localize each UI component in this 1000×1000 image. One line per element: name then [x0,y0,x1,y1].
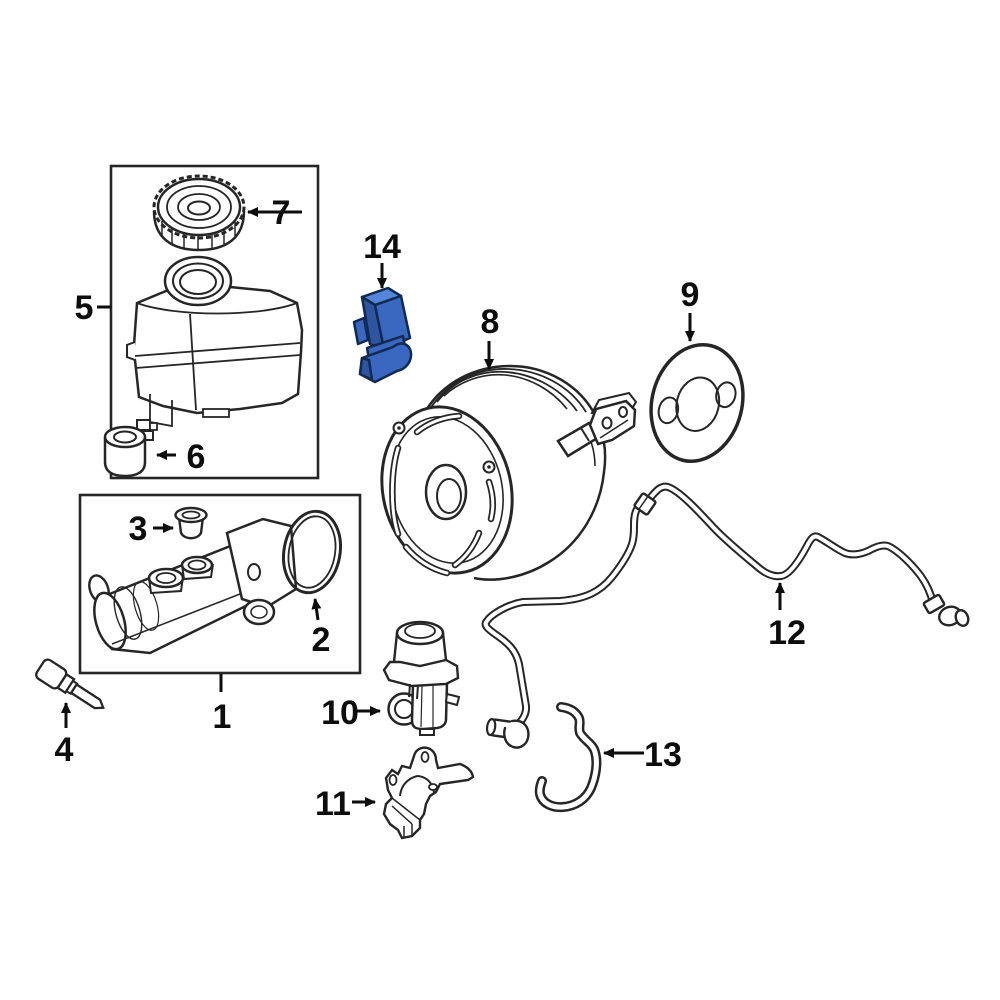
part-1-master-cylinder[interactable] [86,517,298,655]
callout-9[interactable]: 9 [681,276,700,314]
callout-1[interactable]: 1 [213,698,232,736]
part-2-o-ring[interactable] [277,507,346,597]
part-3-grommet[interactable] [174,506,208,540]
part-10-vacuum-pump[interactable] [382,620,461,736]
callout-5[interactable]: 5 [75,289,94,327]
callout-14[interactable]: 14 [363,228,401,266]
callout-arrows [61,207,785,807]
part-13-vacuum-hose[interactable] [534,702,602,813]
callout-2[interactable]: 2 [312,621,331,659]
callout-8[interactable]: 8 [481,303,500,341]
tube-end-connector [922,593,970,627]
callout-3[interactable]: 3 [129,510,148,548]
part-9-gasket[interactable] [639,335,755,471]
callout-13[interactable]: 13 [644,736,682,774]
part-11-mounting-bracket[interactable] [382,746,475,840]
part-7-reservoir-cap[interactable] [152,174,246,252]
callout-7[interactable]: 7 [272,194,291,232]
part-14-sensor-highlighted[interactable] [352,286,413,384]
callout-12[interactable]: 12 [768,614,806,652]
part-6-hose-clamp[interactable] [103,419,158,478]
callout-4[interactable]: 4 [55,731,74,769]
master-cylinder-group-frame [78,493,362,675]
callout-6[interactable]: 6 [187,438,206,476]
tube-elbow-fitting [485,718,530,749]
part-5-brake-fluid-reservoir[interactable] [126,255,304,428]
part-4-bleeder-pin[interactable] [34,658,109,717]
callout-10[interactable]: 10 [321,694,359,732]
callout-11[interactable]: 11 [315,785,351,823]
part-8-brake-booster[interactable] [366,364,638,586]
part-12-vacuum-tube[interactable] [481,482,971,749]
reservoir-group-frame [109,164,320,480]
